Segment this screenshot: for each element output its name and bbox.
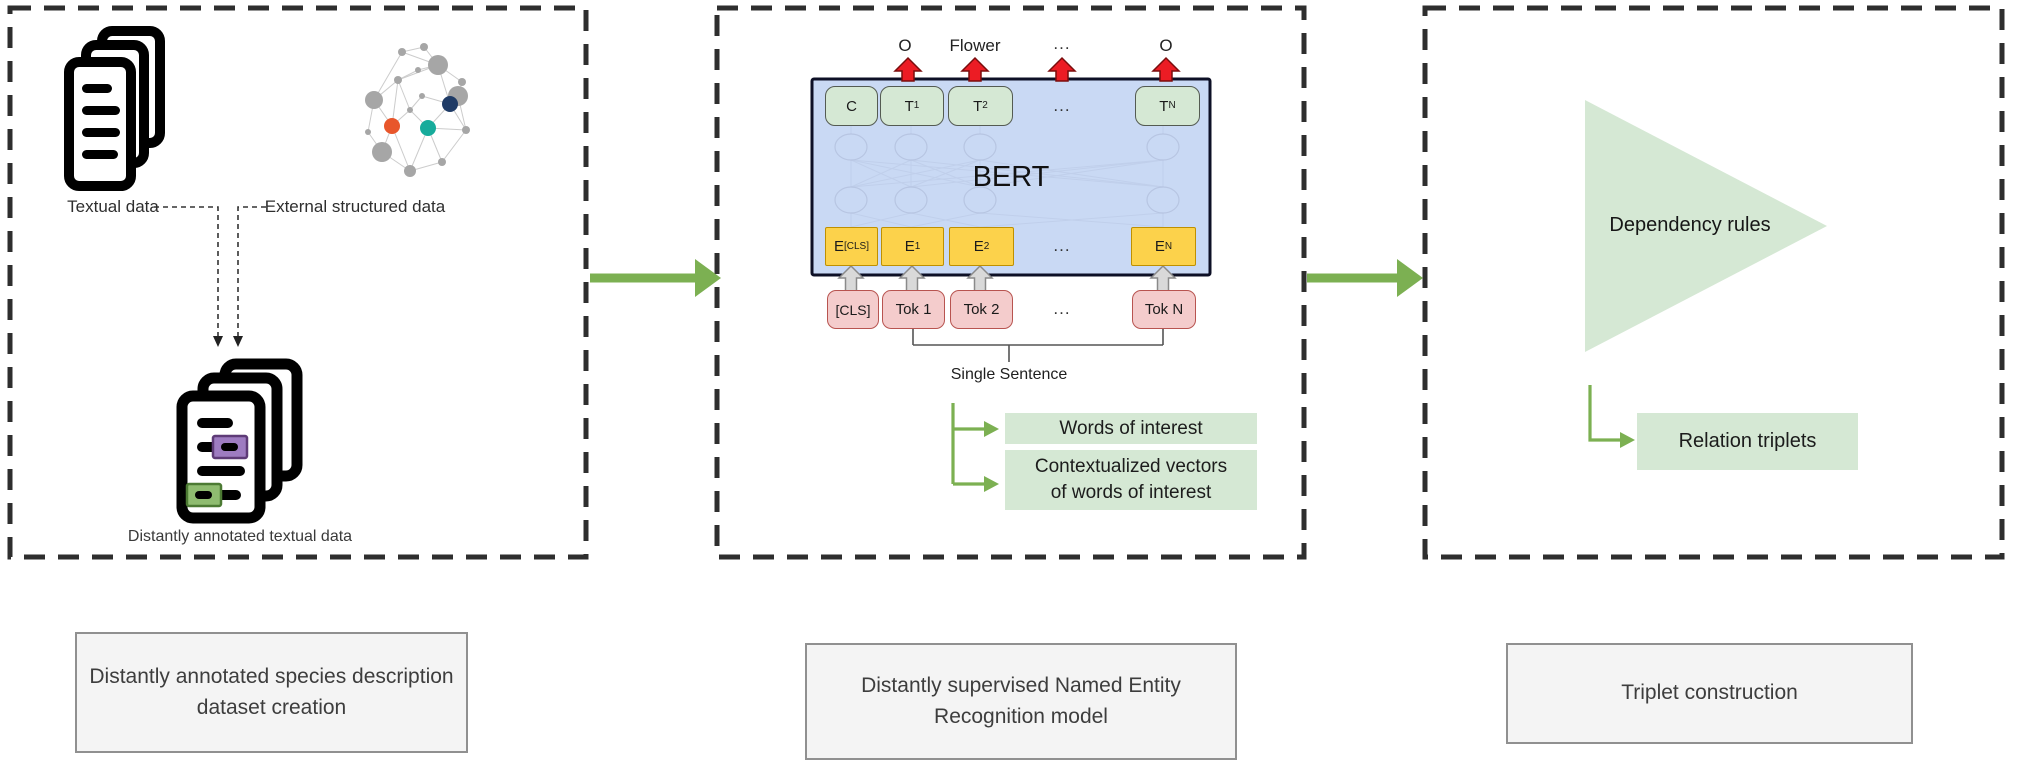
stage3-dashed-frame	[1422, 5, 2005, 560]
token-row-dots: ...	[1053, 299, 1071, 318]
output-label-flower: Flower	[949, 36, 1001, 55]
annotated-textual-data-label: Distantly annotated textual data	[127, 528, 353, 545]
e-row-dots: ...	[1053, 236, 1071, 255]
token-1-box: Tok 1	[882, 290, 945, 329]
elbow-arrowhead-1	[984, 421, 999, 437]
bert-title: BERT	[972, 161, 1050, 193]
dependency-rules-triangle	[1585, 100, 1827, 352]
bert-box	[810, 77, 1212, 277]
token-n-box: Tok N	[1132, 290, 1196, 329]
elbow-arrowhead-3	[1620, 432, 1635, 448]
tn-label: T	[1159, 97, 1169, 115]
t1-label: T	[904, 97, 914, 115]
bert-hidden-connections	[850, 125, 1164, 228]
t1-sub: 1	[913, 100, 920, 111]
bert-hidden-units	[834, 133, 1180, 214]
external-structured-data-label: External structured data	[264, 197, 446, 216]
relation-triplets-box: Relation triplets	[1637, 413, 1858, 470]
words-of-interest-box: Words of interest	[1005, 413, 1257, 444]
annotated-document-stack-icon	[176, 358, 303, 524]
stage3-caption: Triplet construction	[1506, 643, 1913, 744]
flow-arrow-2	[1307, 259, 1423, 297]
en-label: E	[1154, 238, 1165, 255]
bert-c-box: C	[825, 86, 878, 126]
red-arrow-3	[1047, 56, 1077, 82]
ecls-label: E	[833, 238, 844, 255]
t-row-dots: ...	[1053, 96, 1071, 115]
output-label-o1: O	[898, 36, 912, 55]
bert-results-elbow	[951, 403, 986, 486]
external-data-connector	[237, 206, 266, 336]
en-sub: N	[1164, 240, 1173, 252]
textual-data-connector	[154, 206, 219, 336]
c-label: C	[846, 97, 857, 115]
stage2-dashed-frame	[714, 5, 1307, 560]
network-graph-icon	[365, 43, 470, 177]
token-2-box: Tok 2	[950, 290, 1013, 329]
purple-entity-highlight	[211, 434, 249, 460]
single-sentence-bracket	[912, 328, 1164, 362]
green-entity-highlight	[185, 482, 223, 508]
stage1-caption: Distantly annotated species description …	[75, 632, 468, 753]
triplets-elbow	[1588, 385, 1622, 442]
elbow-arrowhead-2	[984, 476, 999, 492]
gray-arrow-3	[966, 264, 994, 293]
connector-arrowhead-2	[233, 336, 243, 347]
red-arrow-1	[893, 56, 923, 82]
token-cls-box: [CLS]	[827, 290, 879, 329]
embedding-cls-box: E[CLS]	[825, 227, 878, 266]
ecls-sub: [CLS]	[844, 240, 870, 252]
e1-label: E	[904, 238, 915, 255]
output-label-o2: O	[1159, 36, 1173, 55]
red-arrow-2	[960, 56, 990, 82]
e2-sub: 2	[983, 240, 990, 252]
output-arrows-red	[893, 56, 1181, 82]
graph-node-teal	[420, 120, 436, 136]
t2-sub: 2	[982, 100, 988, 111]
e2-label: E	[973, 238, 984, 255]
textual-data-label: Textual data	[67, 197, 159, 216]
flow-arrow-1	[590, 259, 721, 297]
contextualized-vectors-box: Contextualized vectors of words of inter…	[1005, 450, 1257, 510]
t2-label: T	[973, 97, 983, 115]
stage2-caption: Distantly supervised Named Entity Recogn…	[805, 643, 1237, 760]
stage1-dashed-frame	[7, 5, 589, 560]
document-stack-icon	[64, 26, 165, 191]
token-input-arrows	[837, 264, 1177, 293]
red-arrow-4	[1151, 56, 1181, 82]
tn-sub: N	[1168, 100, 1176, 111]
graph-node-navy	[442, 96, 458, 112]
single-sentence-label: Single Sentence	[950, 366, 1068, 383]
gray-arrow-4	[1149, 264, 1177, 293]
dependency-rules-label: Dependency rules	[1609, 214, 1771, 236]
e1-sub: 1	[914, 240, 921, 252]
graph-node-orange	[384, 118, 400, 134]
gray-arrow-1	[837, 264, 865, 293]
connector-arrowhead-1	[213, 336, 223, 347]
gray-arrow-2	[898, 264, 926, 293]
output-label-dots: ...	[1053, 34, 1071, 53]
